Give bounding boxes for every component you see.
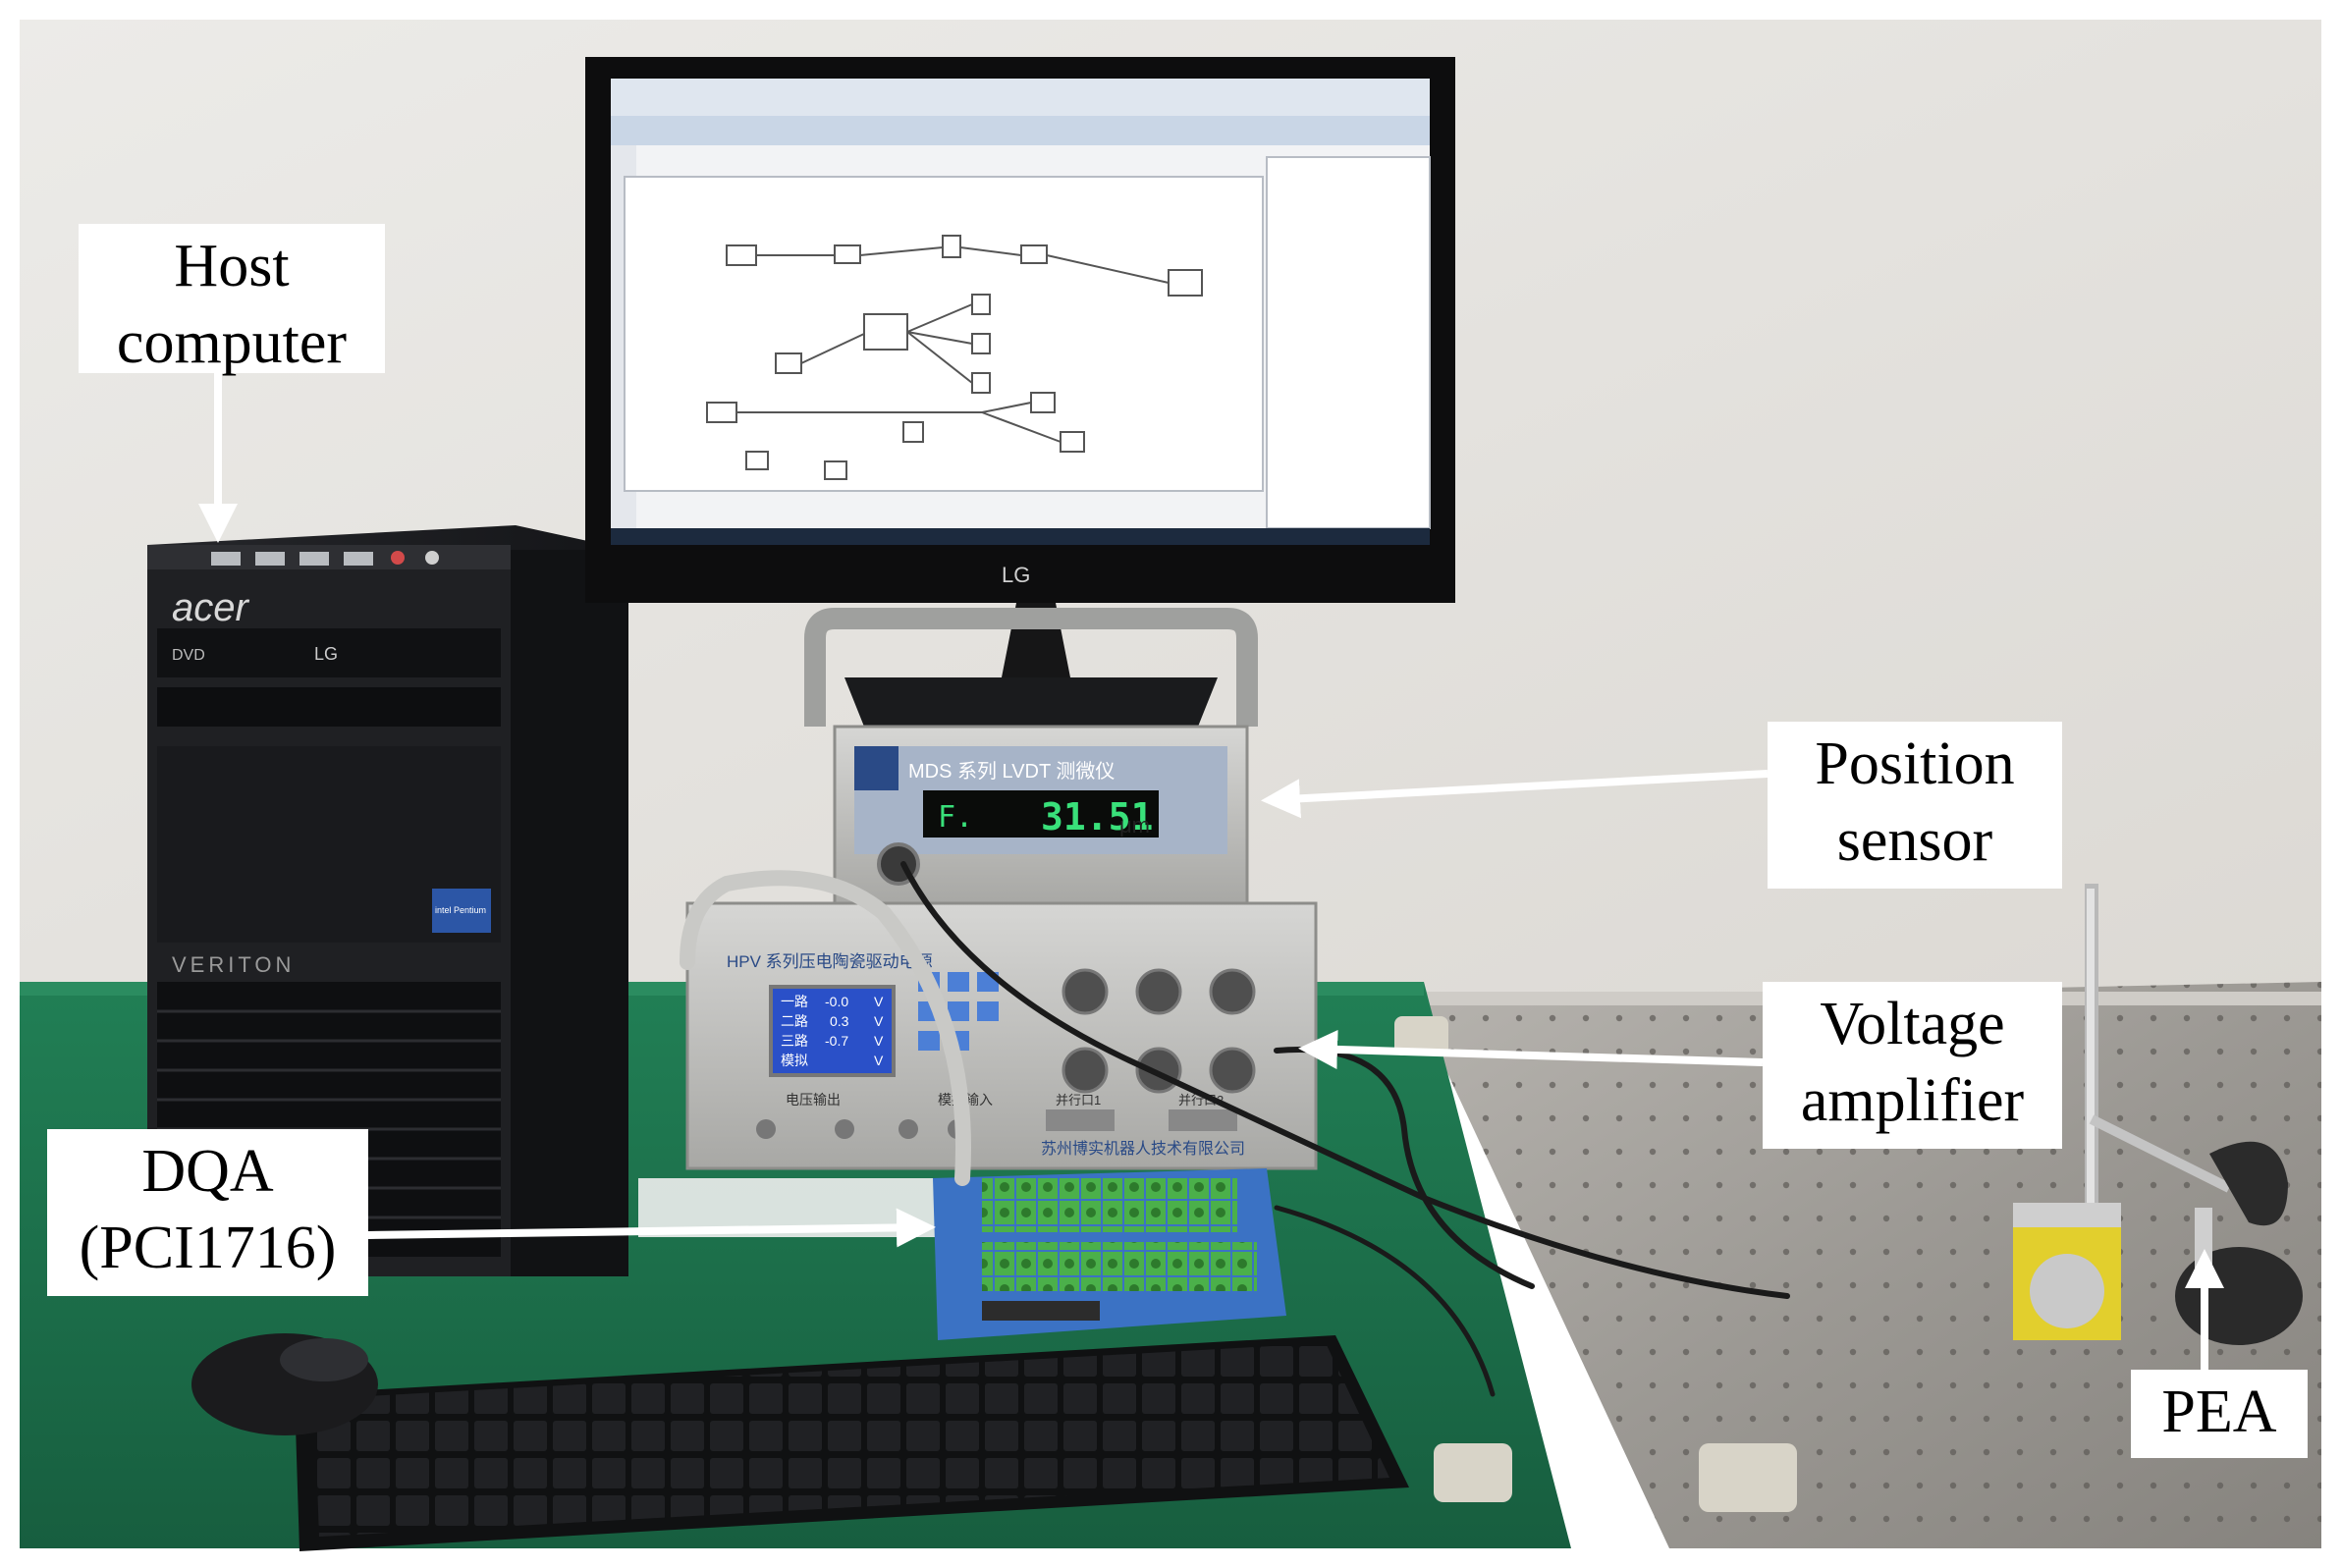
label-position-sensor: Position sensor bbox=[1768, 722, 2062, 889]
drive-brand-logo: LG bbox=[314, 644, 338, 664]
sensor-title: MDS 系列 LVDT 测微仪 bbox=[908, 760, 1115, 783]
amp-lcd: 一路 -0.0 V 二路 0.3 V 三路 -0.7 V 模拟 V bbox=[781, 994, 884, 1068]
label-dqa-line1: DQA bbox=[141, 1138, 274, 1205]
label-position-sensor-line2: sensor bbox=[1836, 807, 1993, 874]
pc-model-label: VERITON bbox=[172, 952, 295, 977]
amp-port-voltage-out: 电压输出 bbox=[786, 1092, 841, 1108]
amp-lcd-ch4: 模拟 bbox=[781, 1053, 808, 1068]
host-computer-tower bbox=[147, 525, 628, 1276]
amp-lcd-ch1: 一路 bbox=[781, 994, 808, 1009]
label-dqa: DQA (PCI1716) bbox=[47, 1129, 368, 1296]
sensor-unit: μm bbox=[1119, 813, 1150, 838]
cables bbox=[680, 861, 1790, 1397]
arrow-position-sensor bbox=[1261, 770, 1769, 819]
amp-lcd-val2: 0.3 bbox=[830, 1013, 849, 1029]
sensor-mode: F. bbox=[938, 800, 973, 835]
label-pea-text: PEA bbox=[2161, 1379, 2277, 1445]
label-host-computer: Host computer bbox=[79, 224, 385, 376]
amp-lcd-val3: -0.7 bbox=[825, 1033, 848, 1049]
amp-lcd-ch3: 三路 bbox=[781, 1033, 808, 1049]
sensor-reading: 31.51 bbox=[1041, 795, 1153, 838]
mouse bbox=[191, 1333, 378, 1435]
label-dqa-line2: (PCI1716) bbox=[79, 1215, 337, 1281]
arrow-voltage-amplifier bbox=[1298, 1029, 1764, 1069]
position-sensor-unit bbox=[804, 608, 1258, 905]
cpu-badge: intel Pentium bbox=[435, 905, 486, 915]
label-pea: PEA bbox=[2131, 1370, 2308, 1458]
corner-protector bbox=[1434, 1443, 1512, 1502]
pc-brand-logo: acer bbox=[172, 586, 249, 629]
amp-port-parallel-1: 并行口1 bbox=[1056, 1093, 1101, 1108]
label-host-computer-line2: computer bbox=[116, 309, 348, 376]
voltage-amplifier-unit bbox=[685, 901, 1318, 1170]
amp-lcd-unit1: V bbox=[874, 994, 884, 1009]
amp-title: HPV 系列压电陶瓷驱动电源 bbox=[727, 952, 933, 971]
amp-lcd-val1: -0.0 bbox=[825, 994, 848, 1009]
label-voltage-amplifier-line1: Voltage bbox=[1820, 991, 2005, 1057]
monitor-brand-logo: LG bbox=[1002, 563, 1030, 587]
arrow-dqa bbox=[367, 1208, 936, 1248]
label-voltage-amplifier: Voltage amplifier bbox=[1763, 982, 2062, 1149]
amp-lcd-unit3: V bbox=[874, 1033, 884, 1049]
amp-lcd-unit4: V bbox=[874, 1053, 884, 1068]
keyboard bbox=[295, 1335, 1409, 1551]
corner-protector bbox=[1394, 1016, 1448, 1055]
label-voltage-amplifier-line2: amplifier bbox=[1800, 1067, 2025, 1134]
corner-protector bbox=[1699, 1443, 1797, 1512]
label-host-computer-line1: Host bbox=[174, 233, 290, 299]
label-position-sensor-line1: Position bbox=[1815, 730, 2015, 797]
amp-company: 苏州博实机器人技术有限公司 bbox=[1041, 1140, 1245, 1158]
amp-lcd-ch2: 二路 bbox=[781, 1013, 808, 1029]
monitor bbox=[585, 57, 1455, 727]
drive-type-label: DVD bbox=[172, 647, 205, 664]
amp-lcd-unit2: V bbox=[874, 1013, 884, 1029]
